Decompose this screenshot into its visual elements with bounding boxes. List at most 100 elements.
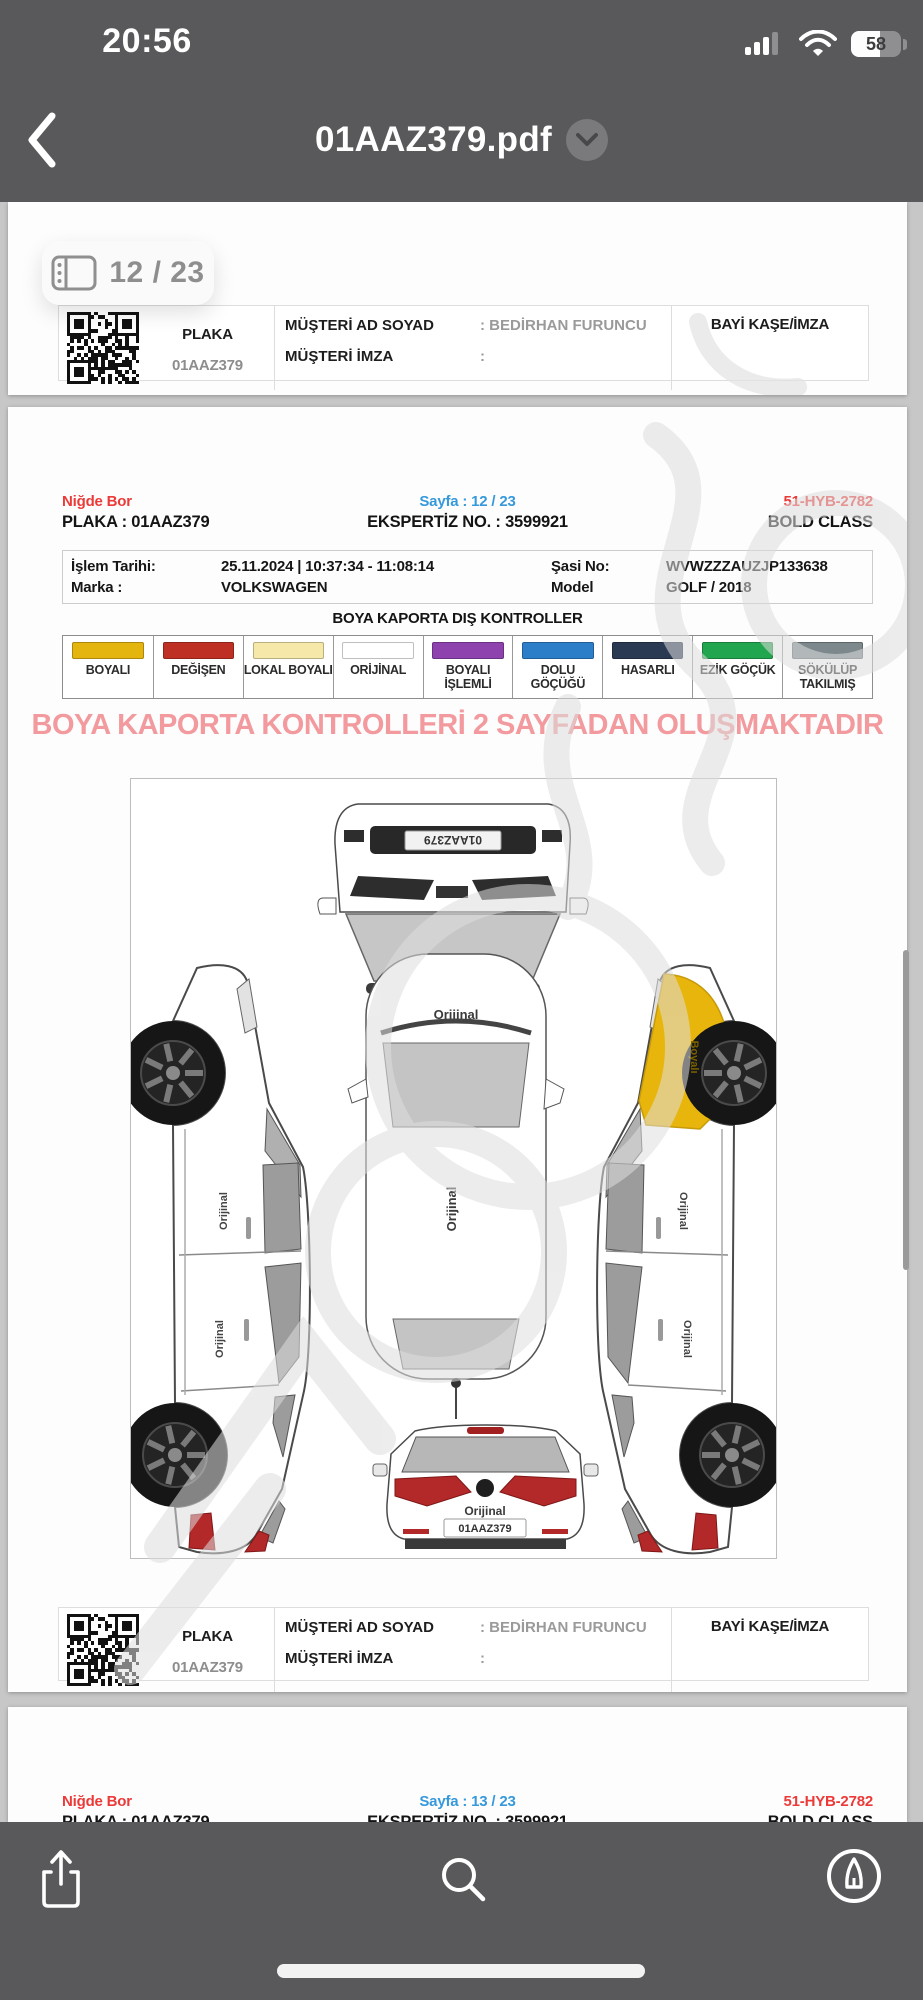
vehicle-info-table: İşlem Tarihi: 25.11.2024 | 10:37:34 - 11… [62, 550, 873, 604]
top-chrome: 20:56 58 [0, 0, 923, 202]
battery-percent: 58 [865, 33, 887, 54]
markup-button[interactable] [824, 1846, 884, 1911]
package-name: BOLD CLASS [767, 513, 873, 531]
musteri-imza-label: MÜŞTERİ İMZA [285, 348, 394, 365]
page-indicator[interactable]: 12 / 23 [42, 241, 214, 305]
legend-item: SÖKÜLÜP TAKILMIŞ [782, 636, 872, 698]
model-label: Model [551, 579, 594, 596]
model-value: GOLF / 2018 [666, 579, 752, 596]
status-icons: 58 [745, 30, 907, 58]
chevron-left-icon [28, 112, 56, 168]
ref-code: 51-HYB-2782 [783, 1793, 873, 1810]
marka-value: VOLKSWAGEN [221, 579, 328, 596]
legend-swatch [522, 642, 594, 659]
rear-view: Orijinal 01AAZ379 [372, 1424, 599, 1549]
boyali-annotation: Boyalı [688, 1040, 700, 1073]
legend-swatch [432, 642, 504, 659]
musteri-ad-label: MÜŞTERİ AD SOYAD [285, 317, 434, 334]
paint-legend: BOYALI DEĞİŞEN LOKAL BOYALI ORİJİNAL BOY… [62, 635, 873, 699]
legend-swatch [252, 642, 324, 659]
status-time: 20:56 [102, 22, 192, 60]
sasi-no-value: WVWZZZAUZJP133638 [666, 558, 828, 575]
qr-code [67, 312, 139, 384]
vehicle-damage-diagram: 01AAZ379 Orijinal Orijinal [130, 778, 777, 1559]
search-button[interactable] [436, 1852, 490, 1911]
right-rear-label: Orijinal [681, 1320, 693, 1358]
bottom-toolbar [0, 1822, 923, 2000]
back-button[interactable] [14, 104, 70, 176]
left-door-label: Orijinal [218, 1192, 230, 1230]
search-icon [442, 1858, 486, 1902]
package-name: BOLD CLASS [767, 1813, 873, 1822]
chevron-down-icon [576, 133, 598, 146]
legend-swatch [702, 642, 774, 659]
notice-banner: BOYA KAPORTA KONTROLLERİ 2 SAYFADAN OLUŞ… [31, 709, 884, 741]
thumbnails-icon [51, 255, 97, 291]
section-title: BOYA KAPORTA DIŞ KONTROLLER [332, 610, 583, 627]
legend-swatch [342, 642, 414, 659]
pdf-page-12: Niğde Bor Sayfa : 12 / 23 51-HYB-2782 PL… [8, 407, 907, 1692]
islem-tarihi-label: İşlem Tarihi: [71, 558, 156, 575]
page-info: Sayfa : 13 / 23 [419, 1793, 516, 1810]
legend-swatch [791, 642, 864, 659]
report-header: Niğde Bor Sayfa : 12 / 23 51-HYB-2782 PL… [62, 493, 873, 532]
plaka-label: PLAKA [182, 326, 233, 343]
qr-code [67, 1614, 139, 1686]
report-header-next: Niğde Bor Sayfa : 13 / 23 51-HYB-2782 PL… [62, 1793, 873, 1822]
right-side-view [596, 964, 776, 1555]
doc-footer-table: PLAKA 01AAZ379 MÜŞTERİ AD SOYAD : BEDİRH… [58, 305, 869, 390]
home-indicator[interactable] [277, 1964, 645, 1978]
musteri-imza-label: MÜŞTERİ İMZA [285, 1650, 394, 1667]
legend-swatch [612, 642, 684, 659]
plaka-value: 01AAZ379 [172, 357, 243, 374]
left-side-view [131, 964, 311, 1555]
branch-name: Niğde Bor [62, 1793, 132, 1810]
cellular-signal-icon [745, 32, 778, 55]
title-menu-button[interactable] [566, 119, 608, 161]
ekspertiz-no: EKSPERTİZ NO. : 3599921 [367, 513, 568, 531]
legend-item: DEĞİŞEN [152, 636, 243, 698]
page-info: Sayfa : 12 / 23 [419, 493, 516, 510]
plaka-header: PLAKA : 01AAZ379 [62, 1813, 210, 1822]
musteri-imza-value: : [480, 348, 485, 365]
marka-label: Marka : [71, 579, 123, 596]
nav-bar: 01AAZ379.pdf [0, 100, 923, 180]
plaka-header: PLAKA : 01AAZ379 [62, 513, 210, 531]
ekspertiz-no: EKSPERTİZ NO. : 3599921 [367, 1813, 568, 1822]
rear-plate-text: 01AAZ379 [458, 1523, 511, 1535]
legend-item: LOKAL BOYALI [242, 636, 333, 698]
share-button[interactable] [36, 1848, 86, 1915]
sasi-no-label: Şasi No: [551, 558, 610, 575]
pen-circle-icon [827, 1849, 881, 1903]
bayi-kase-label: BAYİ KAŞE/İMZA [710, 1618, 830, 1635]
plaka-value: 01AAZ379 [172, 1659, 243, 1676]
legend-item: ORİJİNAL [332, 636, 423, 698]
roof-top-view: Orijinal Orijinal [347, 953, 565, 1419]
roof-center-label: Orijinal [444, 1187, 459, 1232]
musteri-ad-label: MÜŞTERİ AD SOYAD [285, 1619, 434, 1636]
battery-icon: 58 [851, 31, 907, 57]
legend-item: BOYALI İŞLEMLİ [422, 636, 513, 698]
islem-tarihi-value: 25.11.2024 | 10:37:34 - 11:08:14 [221, 558, 434, 575]
rear-label: Orijinal [464, 1504, 505, 1518]
legend-item: BOYALI [63, 636, 153, 698]
legend-item: HASARLI [602, 636, 692, 698]
scrollbar-thumb[interactable] [903, 950, 909, 1270]
ref-code: 51-HYB-2782 [783, 493, 873, 510]
page-indicator-label: 12 / 23 [109, 256, 205, 289]
branch-name: Niğde Bor [62, 493, 132, 510]
pdf-page-13-head: Niğde Bor Sayfa : 13 / 23 51-HYB-2782 PL… [8, 1707, 907, 1822]
left-rear-label: Orijinal [214, 1320, 226, 1358]
plaka-label: PLAKA [182, 1628, 233, 1645]
legend-item: DOLU GÖÇÜĞÜ [512, 636, 602, 698]
document-title: 01AAZ379.pdf [315, 120, 552, 159]
bayi-kase-label: BAYİ KAŞE/İMZA [710, 316, 830, 333]
car-views-svg: 01AAZ379 Orijinal Orijinal [131, 803, 776, 1555]
musteri-imza-value: : [480, 1650, 485, 1667]
share-icon [42, 1850, 80, 1908]
right-door-label: Orijinal [677, 1192, 689, 1230]
doc-footer-table: PLAKA 01AAZ379 MÜŞTERİ AD SOYAD : BEDİRH… [58, 1607, 869, 1692]
musteri-ad-value: : BEDİRHAN FURUNCU [480, 317, 647, 334]
musteri-ad-value: : BEDİRHAN FURUNCU [480, 1619, 647, 1636]
